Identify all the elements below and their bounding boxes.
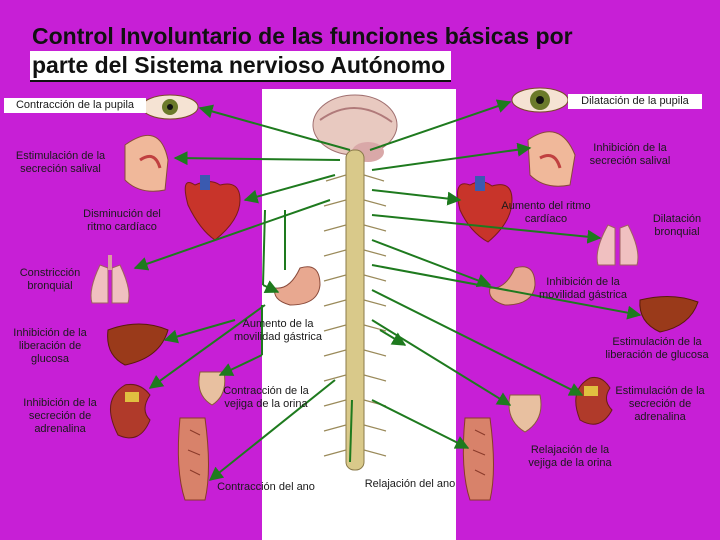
label-saliva-inhibition: Inhibición de la secreción salival bbox=[589, 142, 671, 167]
label-saliva-stimulation: Estimulación de la secreción salival bbox=[15, 150, 106, 175]
lungs-icon bbox=[596, 224, 639, 266]
anus-icon bbox=[462, 417, 494, 501]
stomach-icon bbox=[489, 266, 536, 306]
liver-icon bbox=[107, 323, 169, 366]
anus-icon bbox=[177, 417, 209, 501]
connectors-right bbox=[349, 99, 642, 463]
label-anus-relaxation: Relajación del ano bbox=[364, 478, 456, 490]
head-icon bbox=[124, 135, 169, 192]
eye-icon bbox=[511, 87, 569, 113]
label-pupil-dilation: Dilatación de la pupila bbox=[568, 94, 702, 109]
label-bronchial-constriction: Constricción bronquial bbox=[19, 267, 81, 292]
kidney-icon bbox=[575, 377, 613, 425]
lungs-icon bbox=[90, 255, 130, 304]
label-adrenaline-stimulation: Estimulación de la secreción de adrenali… bbox=[615, 385, 705, 423]
label-bladder-relaxation: Relajación de la vejiga de la orina bbox=[528, 444, 612, 469]
bladder-icon bbox=[508, 394, 542, 433]
label-pupil-contraction: Contracción de la pupila bbox=[4, 98, 146, 113]
liver-icon bbox=[639, 296, 699, 333]
label-heart-increase: Aumento del ritmo cardíaco bbox=[501, 200, 591, 225]
eye-icon bbox=[141, 94, 199, 120]
label-glucose-stimulation: Estimulación de la liberación de glucosa bbox=[605, 336, 709, 361]
label-adrenaline-inhibition: Inhibición de la secreción de adrenalina bbox=[23, 397, 97, 435]
spinal-cord-icon bbox=[312, 94, 398, 471]
label-heart-decrease: Disminución del ritmo cardíaco bbox=[83, 208, 161, 233]
label-bronchial-dilation: Dilatación bronquial bbox=[652, 213, 702, 238]
label-gastric-inhibition: Inhibición de la movilidad gástrica bbox=[538, 276, 628, 301]
bladder-icon bbox=[198, 371, 226, 406]
label-bladder-contraction: Contracción de la vejiga de la orina bbox=[223, 385, 309, 410]
stomach-icon bbox=[274, 266, 321, 306]
title-line-2: parte del Sistema nervioso Autónomo bbox=[30, 51, 452, 82]
head-icon bbox=[527, 131, 576, 187]
label-glucose-inhibition: Inhibición de la liberación de glucosa bbox=[13, 327, 87, 365]
kidney-icon bbox=[110, 384, 151, 439]
label-gastric-increase: Aumento de la movilidad gástrica bbox=[233, 318, 323, 343]
title-line-1: Control Involuntario de las funciones bá… bbox=[32, 23, 573, 49]
page-title: Control Involuntario de las funciones bá… bbox=[30, 22, 712, 82]
label-anus-contraction: Contracción del ano bbox=[217, 481, 315, 493]
heart-icon bbox=[184, 175, 241, 241]
connectors-left bbox=[133, 104, 351, 481]
